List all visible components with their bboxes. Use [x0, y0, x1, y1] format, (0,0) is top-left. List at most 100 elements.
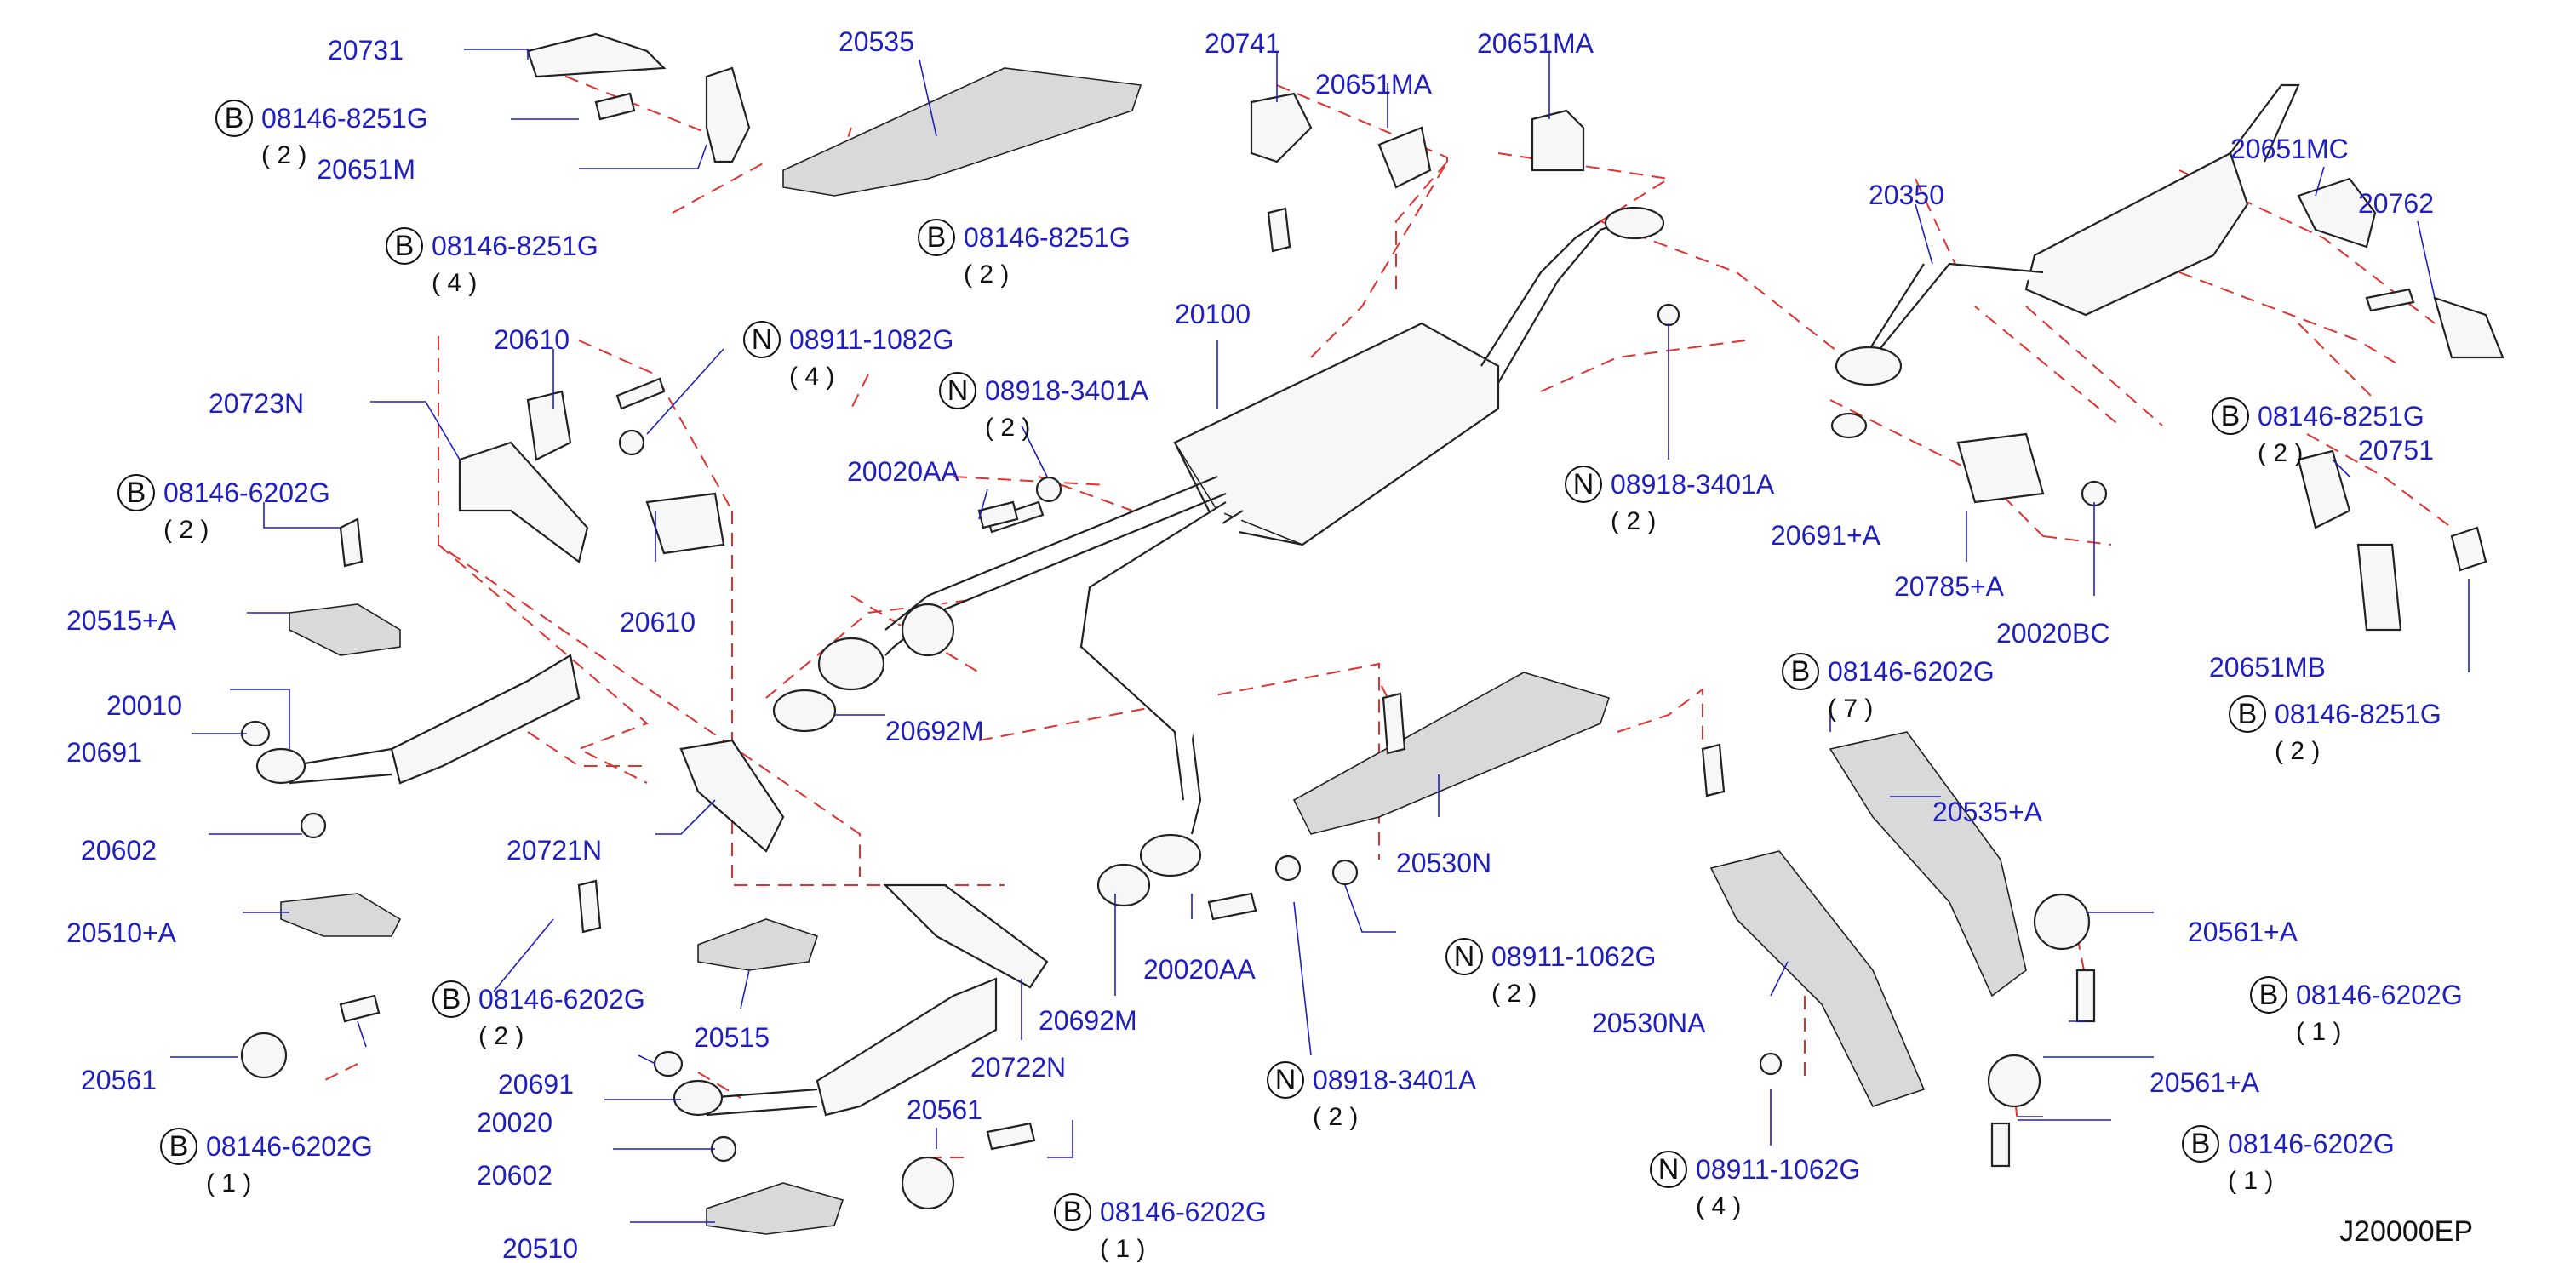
part-number-label: 08918-3401A: [1313, 1065, 1477, 1095]
callout-20510: 20510: [502, 1233, 578, 1263]
callout-20721N: 20721N: [507, 835, 602, 866]
callout-20741: 20741: [1205, 28, 1280, 59]
clamps-gaskets-and-fasteners: [240, 92, 2487, 1210]
part-number-label: 20651MA: [1477, 28, 1594, 59]
callout-20691-b: 20691: [498, 1069, 574, 1100]
callout-20610-a: 20610: [494, 324, 570, 355]
part-number-label: 08911-1082G: [789, 324, 953, 355]
callout-letter: B: [2221, 400, 2241, 432]
catalytic-converters: [255, 654, 998, 1117]
quantity-label: ( 2 ): [2275, 737, 2320, 765]
callout-20691A: 20691+A: [1771, 520, 1881, 551]
callout-letter: N: [947, 374, 969, 407]
quantity-label: ( 2 ): [964, 260, 1009, 289]
callout-20723N: 20723N: [209, 388, 304, 419]
callout-letter: B: [1063, 1196, 1083, 1228]
quantity-label: ( 1 ): [2296, 1018, 2341, 1046]
part-number-label: 20762: [2358, 188, 2434, 219]
part-number-label: 20691+A: [1771, 520, 1881, 551]
part-number-label: 08146-8251G: [261, 103, 428, 134]
part-number-label: 20651MA: [1315, 69, 1433, 100]
callout-08146-8251G-c: B 08146-8251G ( 4 ): [386, 227, 598, 297]
part-number-label: 08146-8251G: [432, 231, 598, 261]
part-number-label: 20721N: [507, 835, 602, 866]
callout-20651MA-a: 20651MA: [1315, 69, 1433, 100]
part-number-label: 20610: [620, 607, 696, 637]
callout-20561A-b: 20561+A: [2150, 1067, 2260, 1098]
part-number-label: 20651MB: [2209, 652, 2326, 683]
part-number-label: 20602: [477, 1160, 552, 1191]
quantity-label: ( 2 ): [1491, 980, 1537, 1008]
callout-letter: N: [1573, 468, 1594, 500]
quantity-label: ( 1 ): [1100, 1235, 1145, 1263]
callout-20561A-a: 20561+A: [2188, 917, 2298, 947]
part-number-label: 08146-6202G: [1828, 656, 1995, 687]
part-number-label: 08146-6202G: [478, 984, 645, 1014]
callout-20651MA-b: 20651MA: [1477, 28, 1594, 59]
brackets-and-hangers: [458, 32, 2504, 989]
callout-20651MB: 20651MB: [2209, 652, 2326, 683]
part-number-label: 20020: [477, 1107, 552, 1138]
part-number-label: 08146-6202G: [163, 477, 330, 508]
part-number-label: 20602: [81, 835, 157, 866]
part-number-label: 20561: [907, 1094, 982, 1125]
part-number-label: 20691: [66, 737, 142, 768]
callout-20515: 20515: [694, 1022, 770, 1053]
part-number-label: 08146-6202G: [206, 1131, 373, 1162]
callout-20751: 20751: [2358, 435, 2434, 466]
part-number-label: 20723N: [209, 388, 304, 419]
callout-20561-b: 20561: [907, 1094, 982, 1125]
quantity-label: ( 1 ): [2228, 1167, 2273, 1195]
part-number-label: 20691: [498, 1069, 574, 1100]
callout-letter-badge: [215, 100, 253, 137]
callout-20100: 20100: [1175, 299, 1251, 329]
part-number-label: 08146-6202G: [1100, 1197, 1267, 1227]
part-number-label: 20741: [1205, 28, 1280, 59]
part-number-label: 20530N: [1396, 848, 1491, 878]
callout-letter-badge: [1267, 1061, 1304, 1099]
quantity-label: ( 1 ): [206, 1169, 251, 1197]
part-number-label: 08146-6202G: [2228, 1129, 2395, 1159]
part-number-label: 20020BC: [1996, 618, 2109, 649]
callout-20020: 20020: [477, 1107, 552, 1138]
part-number-label: 20692M: [885, 716, 984, 746]
quantity-label: ( 4 ): [1696, 1192, 1741, 1220]
callout-letter: B: [395, 230, 415, 262]
callout-letter-badge: [2212, 397, 2249, 435]
callout-letter: B: [1791, 655, 1811, 688]
callout-20731: 20731: [328, 35, 404, 66]
part-number-label: 20651MC: [2230, 134, 2349, 164]
part-number-label: 08911-1062G: [1491, 941, 1656, 972]
part-number-label: 20510+A: [66, 917, 177, 948]
callout-20535: 20535: [839, 26, 914, 57]
part-number-label: 20010: [106, 690, 182, 721]
callout-20610-b: 20610: [620, 607, 696, 637]
quantity-label: ( 2 ): [2258, 439, 2303, 467]
part-number-label: 20535: [839, 26, 914, 57]
callout-letter-badge: [386, 227, 423, 265]
quantity-label: ( 2 ): [163, 516, 209, 544]
quantity-label: ( 2 ): [1611, 507, 1656, 535]
callout-letter-badge: [743, 321, 781, 358]
callout-20785A: 20785+A: [1894, 571, 2005, 602]
quantity-label: ( 4 ): [432, 269, 477, 297]
callout-20762: 20762: [2358, 188, 2434, 219]
callout-08146-6202G-f: B 08146-6202G ( 1 ): [1054, 1193, 1267, 1263]
heat-insulators: [280, 67, 2027, 1235]
callout-20020BC: 20020BC: [1996, 618, 2109, 649]
callout-20530N: 20530N: [1396, 848, 1491, 878]
part-number-label: 20020AA: [847, 456, 959, 487]
quantity-label: ( 2 ): [985, 414, 1030, 442]
part-number-label: 08918-3401A: [1611, 469, 1775, 500]
callout-20561-a: 20561: [81, 1065, 157, 1095]
part-number-label: 08911-1062G: [1696, 1154, 1860, 1185]
diagram-code: J20000EP: [2339, 1215, 2473, 1248]
main-muffler-assembly: [817, 206, 1665, 877]
